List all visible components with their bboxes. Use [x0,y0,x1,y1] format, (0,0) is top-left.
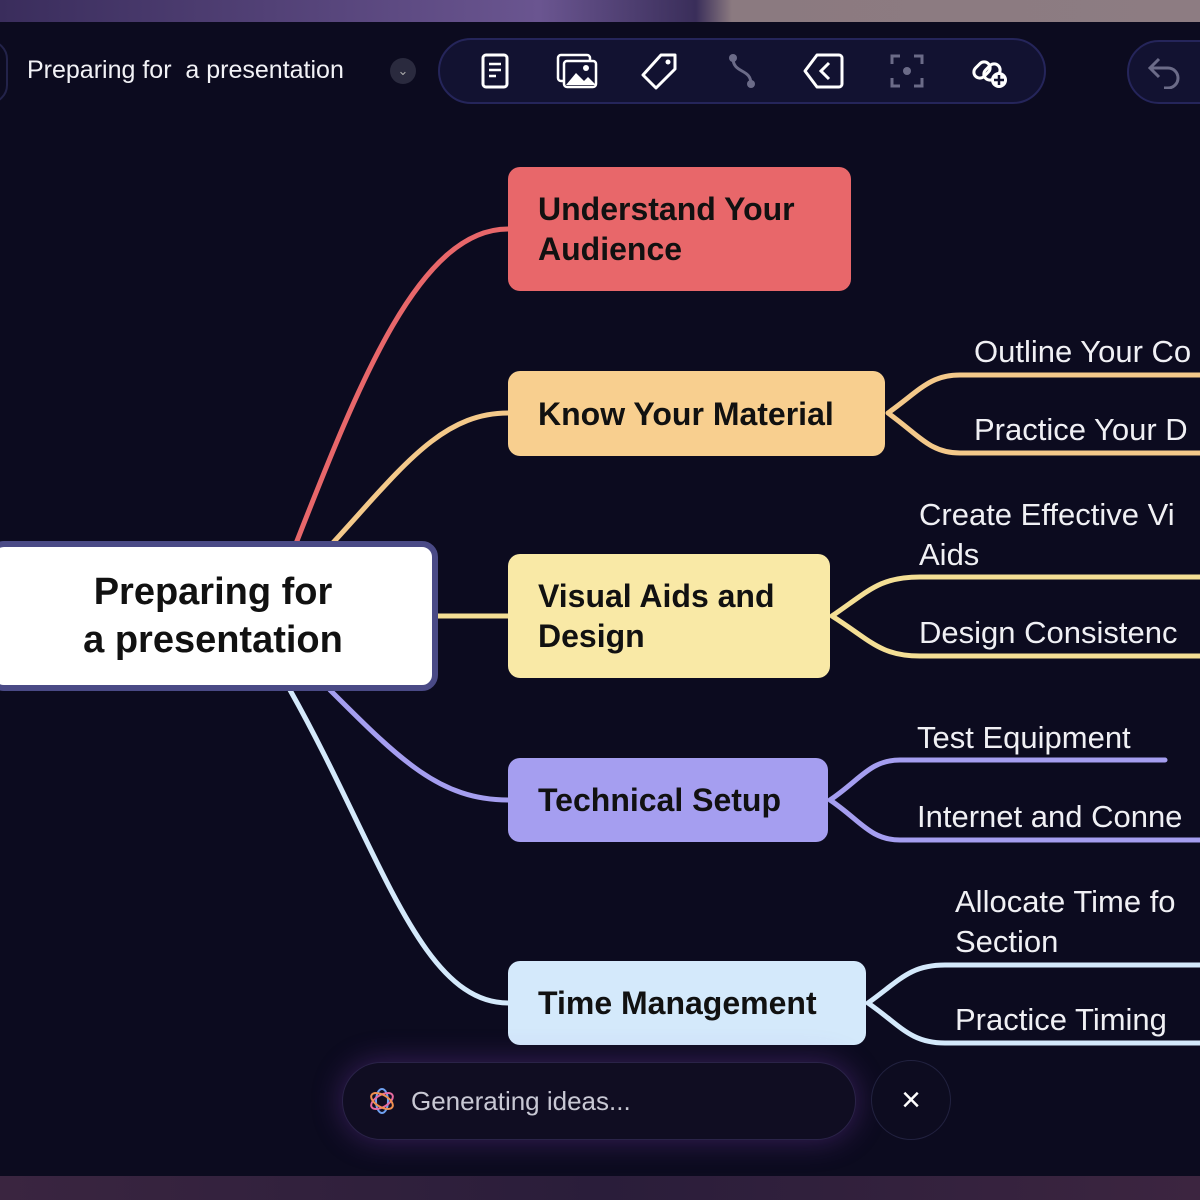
root-node[interactable]: Preparing for a presentation [0,541,438,691]
node-technical-setup[interactable]: Technical Setup [508,758,828,842]
chevron-down-icon[interactable]: ⌄ [390,58,416,84]
toolbar [438,38,1046,104]
node-understand-audience[interactable]: Understand Your Audience [508,167,851,291]
link-add-icon[interactable] [967,49,1011,93]
undo-icon [1147,57,1180,89]
node-time-management[interactable]: Time Management [508,961,866,1045]
focus-icon[interactable] [885,49,929,93]
leaf-practice-delivery[interactable]: Practice Your D [974,412,1188,447]
document-title[interactable]: Preparing for a presentation [27,56,344,84]
connector-audience [292,226,511,549]
close-button[interactable]: × [871,1060,951,1140]
leaf-outline[interactable]: Outline Your Co [974,334,1192,369]
images-icon[interactable] [555,49,599,93]
connector-technical [327,687,511,803]
ai-sparkle-icon [370,1088,394,1114]
connector-time [287,687,511,1006]
generating-status-bar: Generating ideas... [342,1062,856,1140]
leaf-create-visual-aids[interactable]: Create Effective Vi Aids [919,497,1175,572]
node-know-material[interactable]: Know Your Material [508,371,885,456]
leaf-design-consistency[interactable]: Design Consistenc [919,615,1178,650]
undo-button[interactable] [1127,40,1200,104]
root-line2: a presentation [83,619,343,661]
leaf-allocate-time[interactable]: Allocate Time fo Section [955,884,1176,959]
node-visual-aids[interactable]: Visual Aids and Design [508,554,830,678]
window-backdrop-bottom [0,1176,1200,1200]
leaf-internet-connection[interactable]: Internet and Conne [917,799,1183,834]
back-chevron-icon[interactable] [802,49,846,93]
leaf-test-equipment[interactable]: Test Equipment [917,720,1131,755]
generating-text: Generating ideas... [411,1085,631,1116]
root-line1: Preparing for [93,571,333,613]
connector-material [327,410,511,549]
connector-icon[interactable] [720,49,764,93]
window-backdrop-top [0,0,1200,22]
leaf-practice-timing[interactable]: Practice Timing [955,1002,1167,1037]
tag-icon[interactable] [638,49,682,93]
note-icon[interactable] [473,49,517,93]
